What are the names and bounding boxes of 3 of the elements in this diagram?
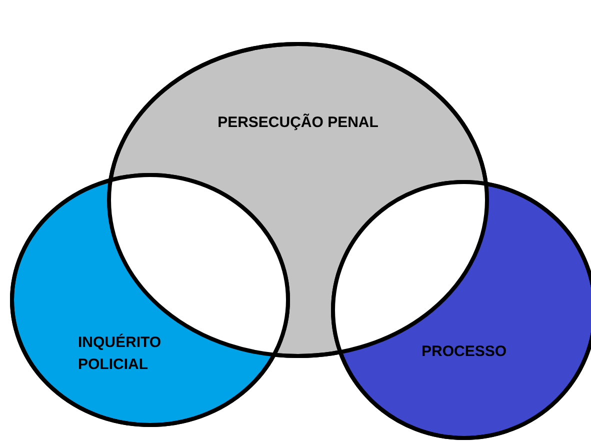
circle-label: INQUÉRITO POLICIAL [78, 332, 162, 375]
circle-label: PROCESSO [420, 342, 508, 362]
circle-label: PERSECUÇÃO PENAL [216, 112, 380, 133]
